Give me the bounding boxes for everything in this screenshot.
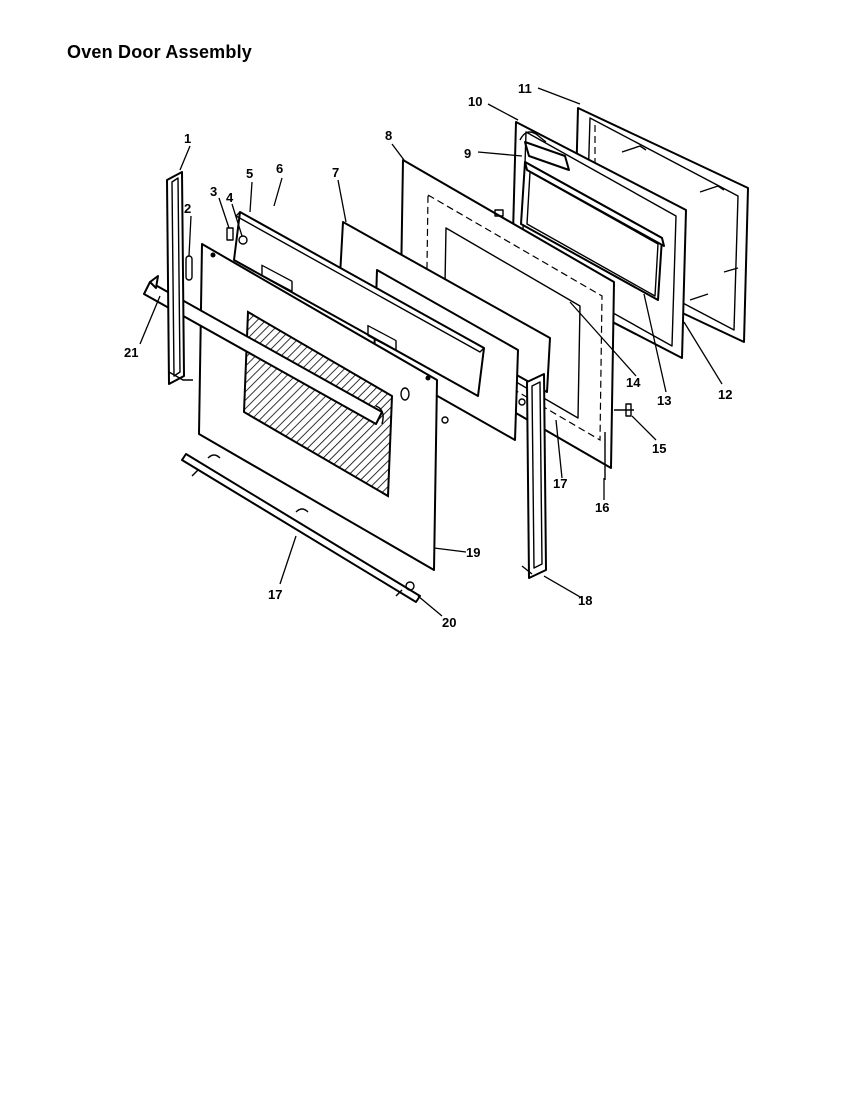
leader-lines <box>139 87 723 617</box>
part-4-screw <box>238 235 248 245</box>
callout-18: 18 <box>578 593 592 608</box>
callout-6: 6 <box>276 161 283 176</box>
part-15-screw <box>614 403 634 417</box>
callout-16: 16 <box>595 500 609 515</box>
callout-9: 9 <box>464 146 471 161</box>
part-9-clip <box>524 141 570 171</box>
callout-14: 14 <box>626 375 641 390</box>
callout-3: 3 <box>210 184 217 199</box>
callout-8: 8 <box>385 128 392 143</box>
callout-1: 1 <box>184 131 191 146</box>
part-5-trim-bar <box>233 211 485 397</box>
callout-2: 2 <box>184 201 191 216</box>
callout-19: 19 <box>466 545 480 560</box>
diagram-title: Oven Door Assembly <box>67 42 252 62</box>
callout-10: 10 <box>468 94 482 109</box>
callout-4: 4 <box>226 190 234 205</box>
callout-12: 12 <box>718 387 732 402</box>
callout-15: 15 <box>652 441 666 456</box>
part-2-slot <box>185 255 193 281</box>
callout-17-bottom: 17 <box>268 587 282 602</box>
callout-7: 7 <box>332 165 339 180</box>
callout-5: 5 <box>246 166 253 181</box>
callout-13: 13 <box>657 393 671 408</box>
callout-17-right: 17 <box>553 476 567 491</box>
callout-21: 21 <box>124 345 138 360</box>
part-3-spacer <box>226 227 234 241</box>
callout-20: 20 <box>442 615 456 630</box>
part-21-handle <box>143 275 384 425</box>
part-13-inner-glass <box>520 161 665 301</box>
part-20-rail-screw <box>405 581 415 591</box>
part-18-right-channel <box>521 373 547 579</box>
callout-11: 11 <box>518 81 532 96</box>
part-17-bottom-rail <box>181 453 421 603</box>
part-1-left-channel <box>166 171 193 385</box>
